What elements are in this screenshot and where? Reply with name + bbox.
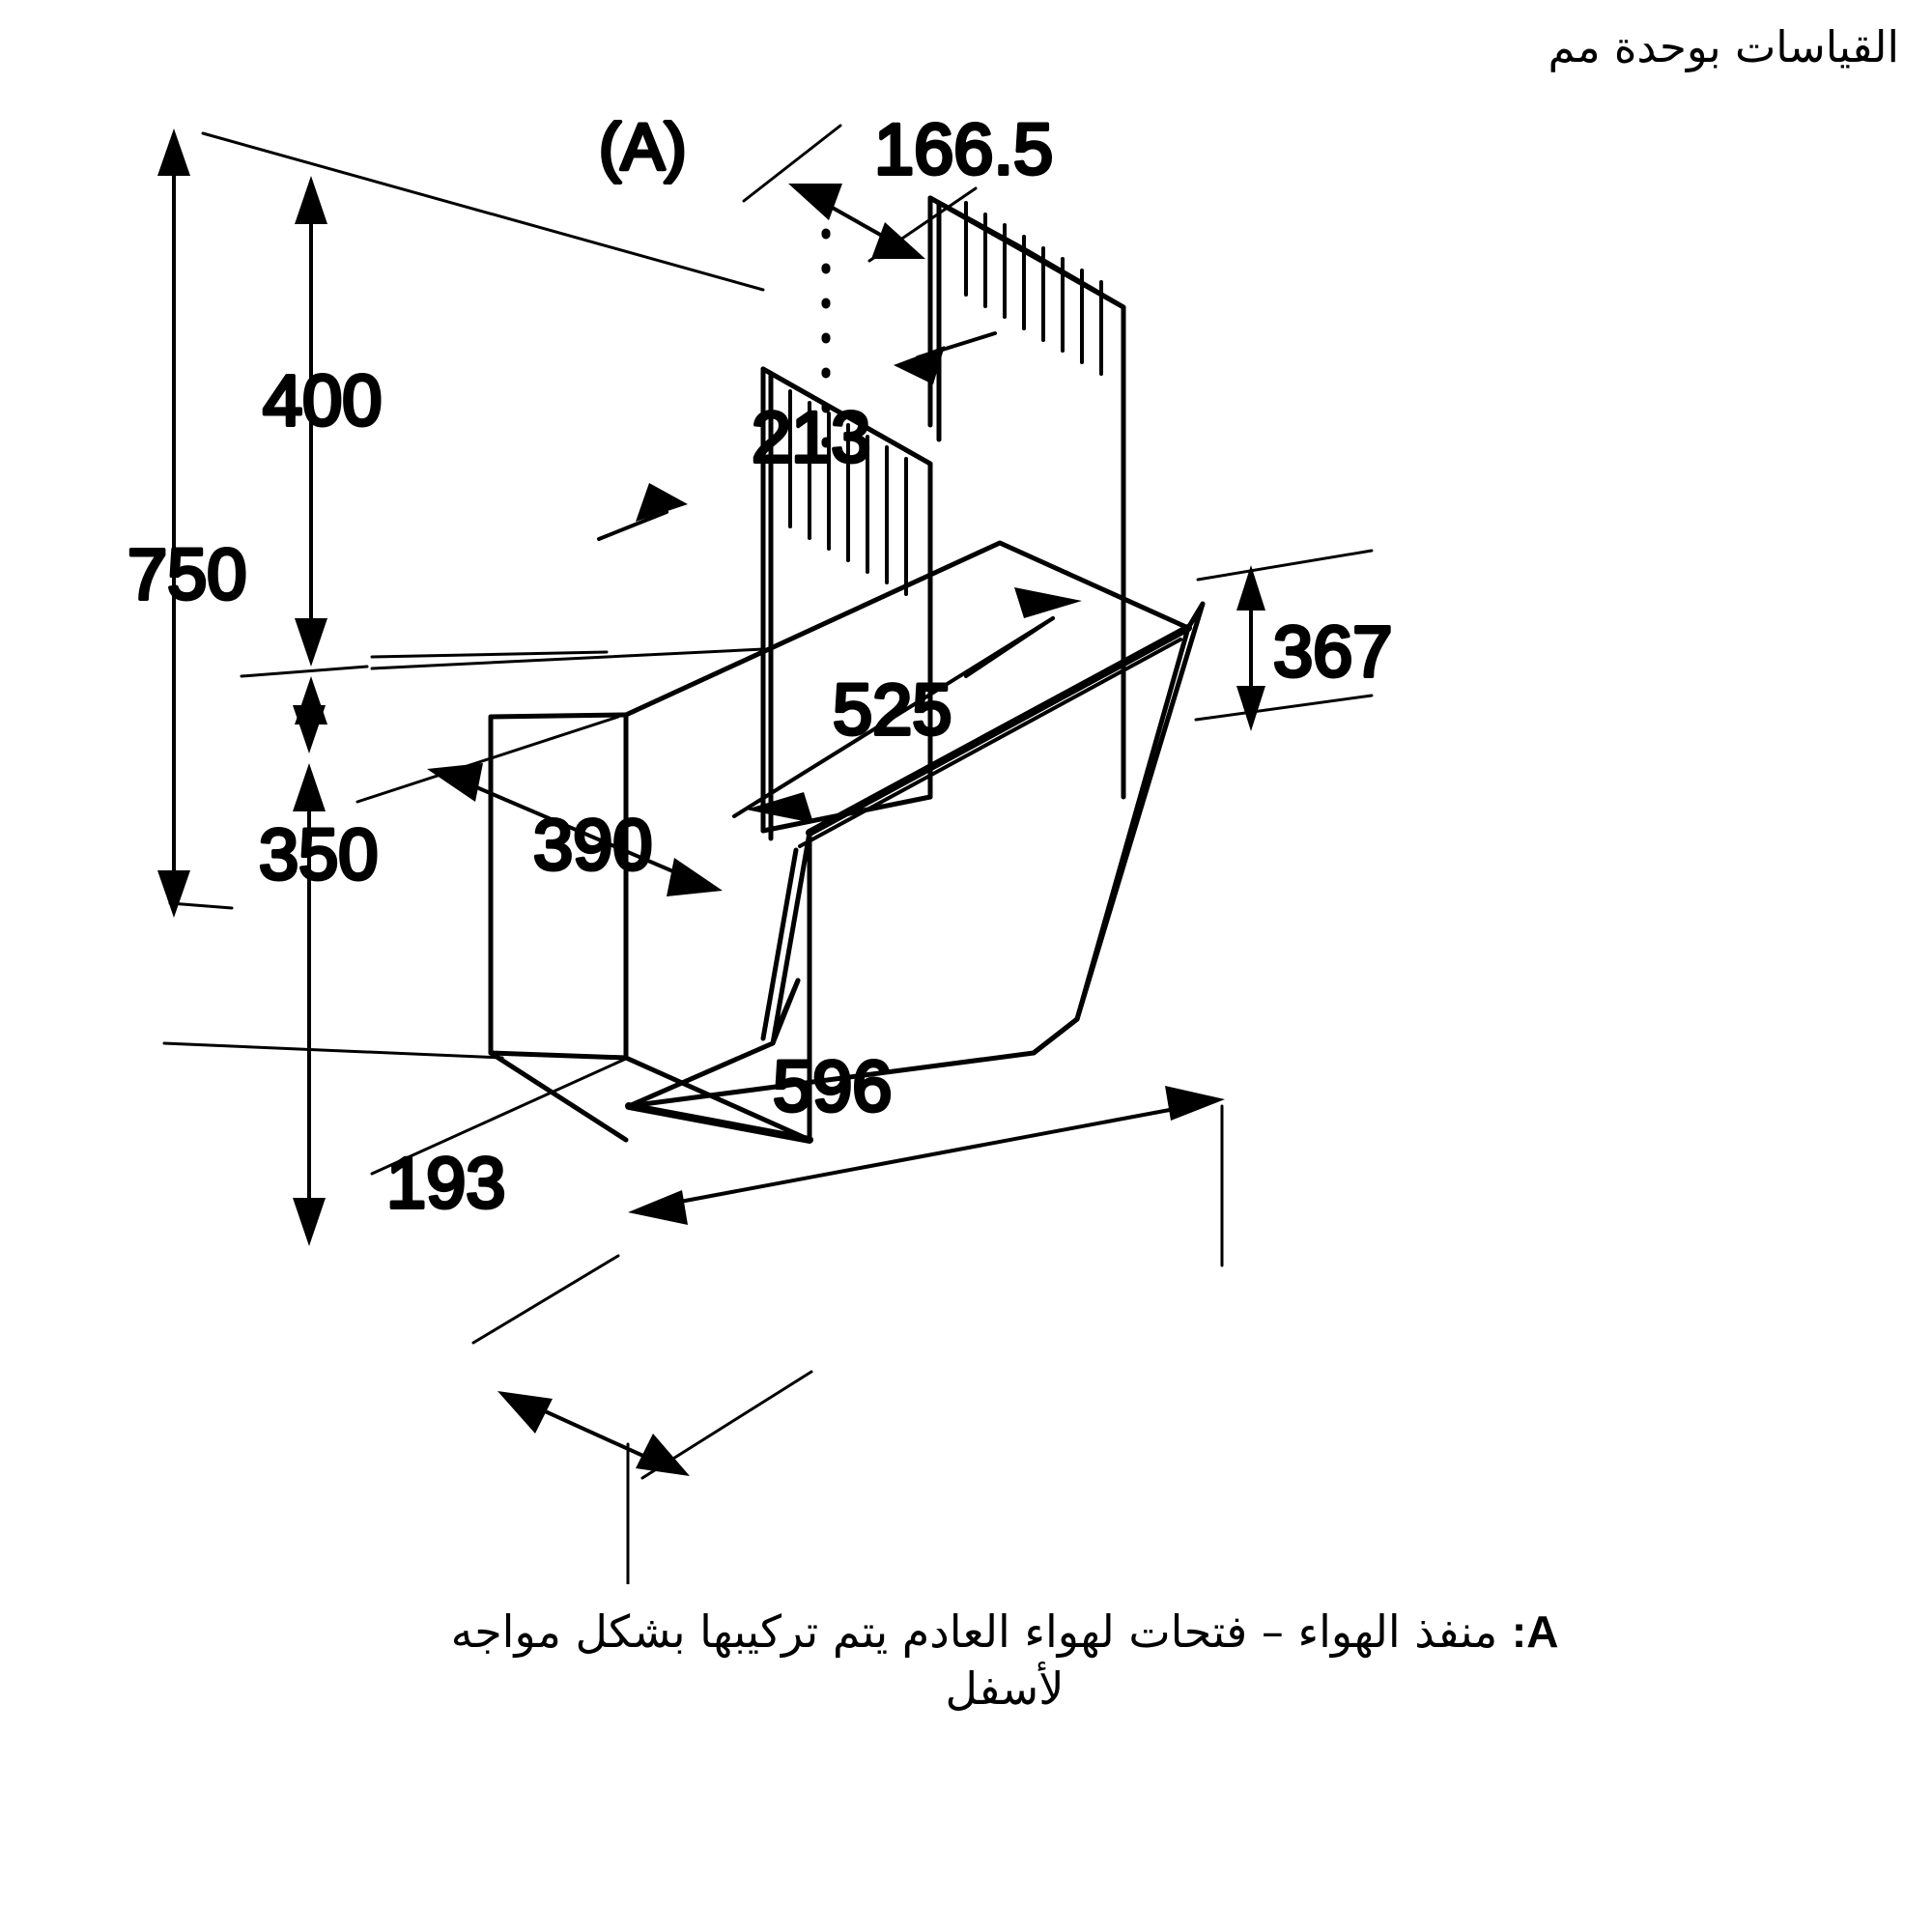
dim-label-193: 193 <box>386 1143 505 1223</box>
chimney-upper <box>927 195 1126 800</box>
units-note: القياسات بوحدة مم <box>1548 21 1900 72</box>
glass-panel <box>625 601 1206 1144</box>
chimney-side-vents <box>788 389 908 596</box>
dim-750 <box>157 128 190 918</box>
footnote-text: منفذ الهواء – فتحات لهواء العادم يتم ترك… <box>450 1605 1498 1658</box>
dim-166-5 <box>788 184 925 259</box>
footnote-text-line2: لأسفل <box>945 1662 1065 1715</box>
dim-367 <box>1236 565 1265 731</box>
dim-350 <box>293 705 326 1246</box>
dim-label-596: 596 <box>773 1046 892 1126</box>
dim-label-166-5: 166.5 <box>874 109 1053 189</box>
dimension-drawing: 750 400 350 166.5 213 525 390 367 596 19… <box>126 107 1394 1584</box>
dim-label-350: 350 <box>259 814 378 895</box>
glass-edges <box>626 830 812 1109</box>
dim-400 <box>295 176 327 724</box>
footnote-marker: A: <box>1511 1606 1559 1657</box>
dim-label-400: 400 <box>263 360 382 440</box>
dim-596 <box>628 1086 1225 1225</box>
dim-label-213: 213 <box>752 397 870 477</box>
dim-label-390: 390 <box>533 805 652 885</box>
callout-label-a: (A) <box>599 110 687 184</box>
footnote: A: منفذ الهواء – فتحات لهواء العادم يتم … <box>116 1604 1893 1718</box>
chimney-top-vents <box>964 201 1103 376</box>
dim-525 <box>732 587 1082 823</box>
dim-193 <box>497 1391 690 1476</box>
dim-390 <box>427 763 723 896</box>
dim-label-367: 367 <box>1273 611 1392 692</box>
dim-label-525: 525 <box>833 669 952 750</box>
dim-label-750: 750 <box>128 534 246 614</box>
